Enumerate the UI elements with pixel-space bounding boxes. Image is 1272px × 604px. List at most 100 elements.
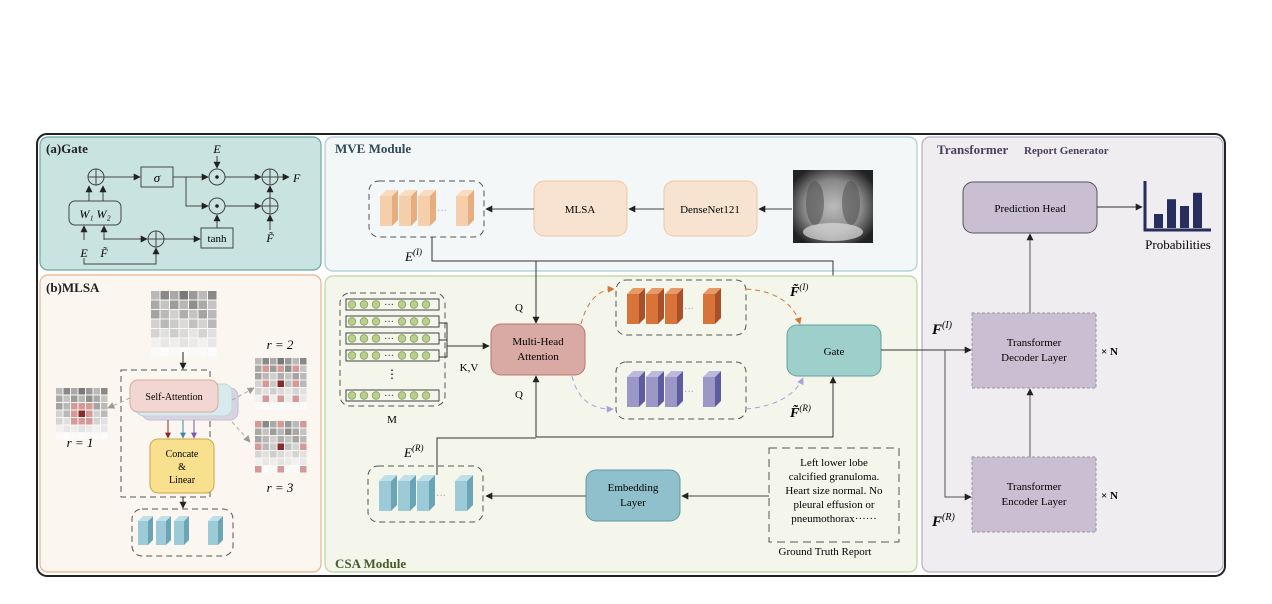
heatmap-cell (71, 403, 78, 410)
heatmap-cell (255, 428, 262, 435)
token-block (380, 190, 398, 226)
heatmap-cell (262, 373, 269, 380)
heatmap-cell (160, 319, 169, 328)
probabilities-label: Probabilities (1145, 237, 1211, 252)
heatmap-cell (285, 466, 292, 473)
heatmap-cell (300, 380, 307, 387)
heatmap-cell (262, 421, 269, 428)
mlsa-panel: (b)MLSA Self-Attention Concate & Linear … (39, 274, 322, 573)
heatmap-cell (63, 410, 70, 417)
weights-label: W₁ W₂ (79, 207, 110, 221)
mlsa-box-label: MLSA (565, 204, 596, 216)
heatmap-cell (300, 395, 307, 402)
heatmap-cell (262, 380, 269, 387)
token-block (703, 288, 721, 324)
image-feature-container (615, 279, 747, 336)
concat-label-2: & (178, 462, 186, 473)
heatmap-cell (78, 418, 85, 425)
heatmap-cell (300, 443, 307, 450)
heatmap-cell (277, 373, 284, 380)
heatmap-cell (63, 425, 70, 432)
heatmap-cell (208, 300, 217, 309)
probability-bar (1180, 206, 1189, 228)
heatmap-cell (270, 466, 277, 473)
heatmap-cell (285, 436, 292, 443)
image-embedding-tokens: ··· (380, 190, 474, 226)
heatmap-cell (277, 428, 284, 435)
heatmap-cell (300, 451, 307, 458)
heatmap-cell (86, 388, 93, 395)
weights-box (68, 200, 122, 226)
heatmap-cell (93, 425, 100, 432)
encoder-label-1: Transformer (1007, 481, 1062, 493)
heatmap-cell (151, 310, 160, 319)
heatmap-cell (285, 403, 292, 410)
heatmap-cell (189, 329, 198, 338)
concat-linear-box (149, 438, 215, 494)
token-block (379, 475, 397, 511)
image-embedding-label: E(I) (404, 247, 422, 264)
report-embedding-tokens: ··· (379, 475, 473, 511)
heatmap-cell (151, 338, 160, 347)
self-attention-label: Self-Attention (145, 392, 202, 403)
dilation-r3-label: r = 3 (267, 480, 294, 495)
heatmap-cell (300, 421, 307, 428)
heatmap-cell (277, 436, 284, 443)
heatmap-cell (179, 338, 188, 347)
heatmap-cell (270, 451, 277, 458)
heatmap-cell (151, 348, 160, 357)
heatmap-cell (93, 410, 100, 417)
heatmap-cell (56, 410, 63, 417)
heatmap-cell (285, 365, 292, 372)
heatmap-cell (300, 436, 307, 443)
heatmap-cell (270, 395, 277, 402)
heatmap-cell (300, 365, 307, 372)
transformer-encoder-box (971, 456, 1097, 533)
heatmap-cell (78, 388, 85, 395)
heatmap-cell (292, 466, 299, 473)
heatmap-cell (78, 395, 85, 402)
heatmap-cell (300, 388, 307, 395)
svg-text:···: ··· (384, 317, 394, 328)
heatmap-cell (160, 329, 169, 338)
report-line: Left lower lobe (800, 457, 868, 469)
svg-text:···: ··· (384, 351, 394, 362)
heatmap-cell (189, 310, 198, 319)
heatmap-cell (208, 348, 217, 357)
heatmap-cell (262, 451, 269, 458)
heatmap-cell (71, 425, 78, 432)
ellipsis: ··· (436, 491, 446, 502)
heatmap-cell (101, 388, 108, 395)
heatmap-cell (270, 428, 277, 435)
heatmap-cell (300, 466, 307, 473)
report-embedding-label: E(R) (403, 443, 423, 460)
heatmap-cell (262, 403, 269, 410)
heatmap-cell (292, 458, 299, 465)
mlsa-panel-bg (39, 274, 322, 573)
token-block (646, 371, 664, 407)
heatmap-cell (160, 300, 169, 309)
svg-text:···: ··· (384, 300, 394, 311)
report-line: pneumothorax······ (791, 513, 877, 525)
mve-module-title: MVE Module (335, 141, 411, 156)
token-block (138, 516, 153, 545)
token-block (627, 371, 645, 407)
mlsa-output-container (131, 508, 234, 557)
heatmap-cell (300, 373, 307, 380)
heatmap-cell (101, 410, 108, 417)
concat-label-1: Concate (166, 449, 199, 460)
heatmap-cell (63, 433, 70, 440)
gate-input-e-top: E (212, 142, 221, 156)
self-attention-box (129, 379, 219, 413)
plus-glyph (88, 169, 104, 185)
heatmap-cell (78, 410, 85, 417)
heatmap-cell (93, 418, 100, 425)
heatmap-cell (300, 428, 307, 435)
report-feature-tokens: ··· (627, 371, 721, 407)
heatmap-cell (151, 319, 160, 328)
multi-head-attention-box (490, 323, 586, 376)
heatmap-cell (277, 388, 284, 395)
image-feature-label: F̃(I) (789, 282, 808, 300)
heatmap-cell (71, 433, 78, 440)
